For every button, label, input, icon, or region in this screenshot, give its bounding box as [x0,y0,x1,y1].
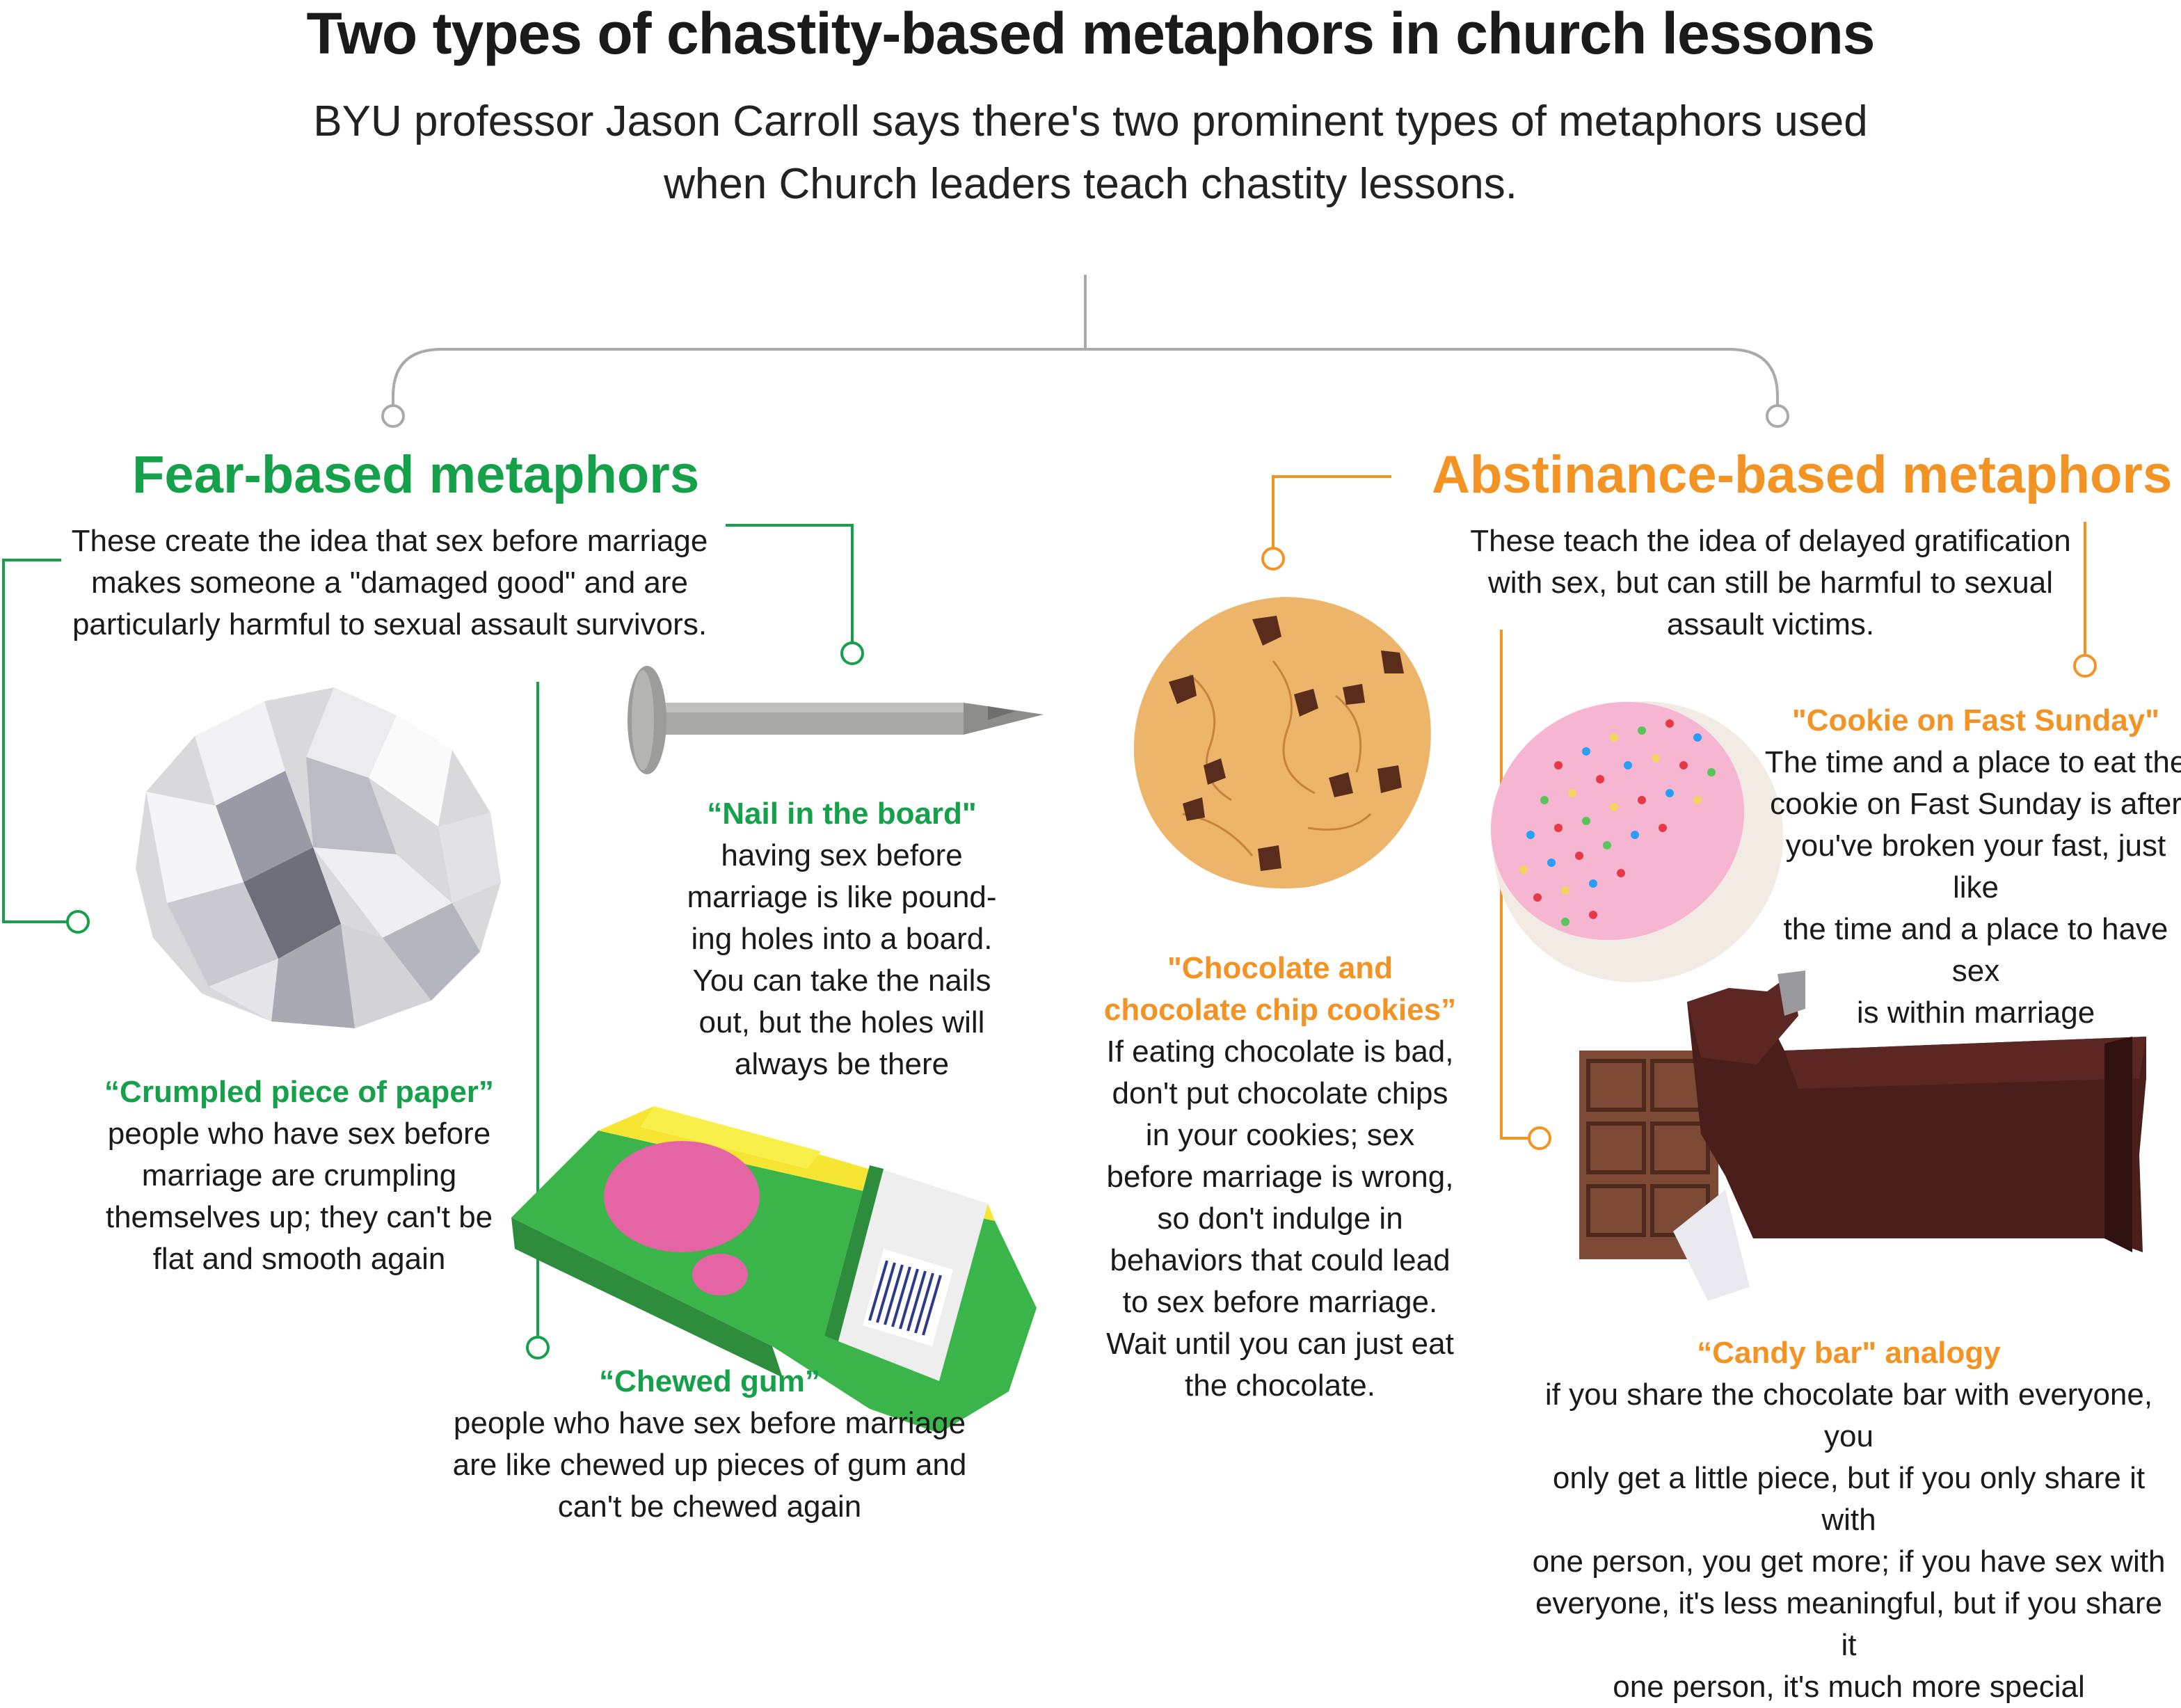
paper-metaphor-title: “Crumpled piece of paper” [104,1075,494,1109]
cookies-metaphor-line: If eating chocolate is bad, [1106,1035,1454,1069]
fast-sunday-metaphor-line: cookie on Fast Sunday is after [1770,787,2181,821]
fear-desc-line: These create the idea that sex before ma… [71,524,708,558]
frosted-cookie-illustration [1490,701,1784,982]
gum-metaphor-title: “Chewed gum” [599,1364,820,1398]
green-connectors [2,524,864,1359]
page-title: Two types of chastity-based metaphors in… [306,1,1876,66]
connector-lines [2,275,2097,1359]
fast-sunday-metaphor: "Cookie on Fast Sunday" The time and a p… [1760,700,2181,1034]
cookies-metaphor-line: in your cookies; sex [1145,1118,1415,1152]
candy-bar-metaphor-line: one person, it's much more special [1613,1670,2085,1704]
nail-metaphor: “Nail in the board" having sex before ma… [668,793,1016,1085]
candy-bar-metaphor: “Candy bar" analogy if you share the cho… [1524,1332,2174,1708]
cookies-metaphor-line: the chocolate. [1185,1368,1375,1403]
subtitle-line-2: when Church leaders teach chastity lesso… [664,160,1517,208]
nail-metaphor-line: You can take the nails [692,964,991,998]
chocolate-chips [1169,616,1404,871]
subtitle-line-1: BYU professor Jason Carroll says there's… [313,97,1868,145]
abstinence-description: These teach the idea of delayed gratific… [1464,520,2077,646]
candy-bar-metaphor-title: “Candy bar" analogy [1697,1336,2001,1370]
fast-sunday-metaphor-title: "Cookie on Fast Sunday" [1791,703,2160,737]
crumpled-paper-illustration [136,687,501,1028]
cookie-cracks [1182,660,1372,856]
cookies-metaphor-title: chocolate chip cookies” [1103,993,1457,1027]
nail-metaphor-line: always be there [734,1047,950,1081]
abstinence-heading: Abstinance-based metaphors [1432,445,2173,504]
cookies-metaphor: "Chocolate and chocolate chip cookies” I… [1085,948,1475,1407]
candy-bar-illustration [1579,971,2146,1301]
nail-metaphor-line: ing holes into a board. [691,922,993,956]
nail-metaphor-line: out, but the holes will [698,1005,985,1039]
gum-metaphor: “Chewed gum” people who have sex before … [431,1361,988,1528]
abstinence-desc-line: with sex, but can still be harmful to se… [1488,566,2053,600]
barcode [868,1260,942,1336]
abstinence-desc-line: assault victims. [1666,607,1875,641]
gum-metaphor-line: can't be chewed again [557,1490,862,1524]
fear-heading: Fear-based metaphors [132,445,700,504]
paper-metaphor-line: themselves up; they can't be [105,1200,493,1234]
paper-metaphor-line: flat and smooth again [152,1242,446,1276]
fast-sunday-metaphor-line: you've broken your fast, just like [1785,829,2166,904]
fear-desc-line: particularly harmful to sexual assault s… [72,607,708,641]
candy-bar-metaphor-line: if you share the chocolate bar with ever… [1544,1378,2153,1453]
cookies-metaphor-line: to sex before marriage. [1122,1285,1438,1319]
nail-illustration [628,666,1044,774]
sprinkles [1519,719,1716,926]
gum-metaphor-line: are like chewed up pieces of gum and [452,1448,967,1482]
tree-connector [381,275,1789,428]
candy-bar-metaphor-line: everyone, it's less meaningful, but if y… [1535,1586,2163,1662]
gum-pack-illustration [511,1106,1037,1433]
paper-metaphor: “Crumpled piece of paper” people who hav… [90,1071,508,1280]
fear-desc-line: makes someone a "damaged good" and are [90,566,689,600]
nail-metaphor-line: having sex before [721,838,963,872]
cookie-illustration [1133,597,1431,889]
cookies-metaphor-line: behaviors that could lead [1110,1243,1451,1277]
fast-sunday-metaphor-line: is within marriage [1856,996,2095,1030]
fast-sunday-metaphor-line: The time and a place to eat the [1764,745,2181,779]
page-subtitle: BYU professor Jason Carroll says there's… [0,90,2181,216]
paper-metaphor-line: people who have sex before [107,1117,491,1151]
fear-description: These create the idea that sex before ma… [70,520,710,646]
paper-metaphor-line: marriage are crumpling [141,1158,457,1192]
cookies-metaphor-line: don't put chocolate chips [1112,1076,1448,1110]
cookies-metaphor-line: Wait until you can just eat [1106,1327,1454,1361]
abstinence-desc-line: These teach the idea of delayed gratific… [1470,524,2071,558]
nail-metaphor-line: marriage is like pound- [687,880,997,914]
fast-sunday-metaphor-line: the time and a place to have sex [1783,912,2168,988]
candy-bar-metaphor-line: only get a little piece, but if you only… [1552,1461,2146,1537]
cookies-metaphor-line: before marriage is wrong, [1106,1160,1454,1194]
candy-bar-metaphor-line: one person, you get more; if you have se… [1532,1545,2166,1579]
cookies-metaphor-title: "Chocolate and [1167,951,1393,985]
cookies-metaphor-line: so don't indulge in [1157,1202,1403,1236]
nail-metaphor-title: “Nail in the board" [707,797,977,831]
gum-metaphor-line: people who have sex before marriage [453,1406,966,1440]
